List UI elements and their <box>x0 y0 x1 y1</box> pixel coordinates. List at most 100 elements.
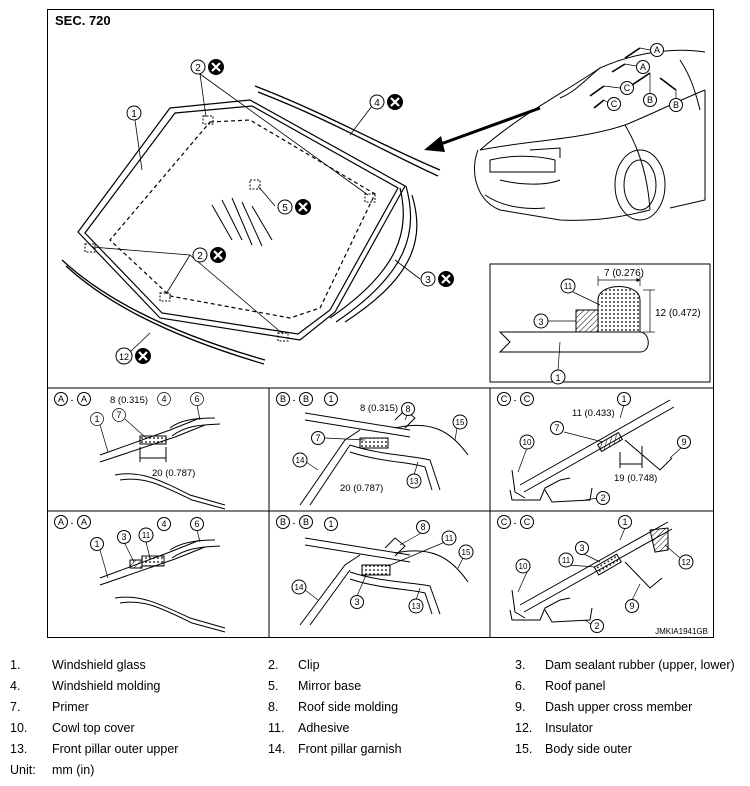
legend-text: Dam sealant rubber (upper, lower) <box>545 658 735 672</box>
section-grid <box>47 387 714 638</box>
section-bb-bottom <box>299 537 469 626</box>
label-cc-bottom: C -C <box>497 515 534 529</box>
svg-text:11: 11 <box>564 282 573 291</box>
cc-top-dim-11: 11 (0.433) <box>572 408 615 419</box>
not-reusable-icon <box>436 269 456 289</box>
figure-code: JMKIA1941GB <box>655 627 708 636</box>
aa-top-dim-20: 20 (0.787) <box>152 468 195 479</box>
legend-text: Roof panel <box>545 679 606 693</box>
svg-text:8: 8 <box>405 404 410 414</box>
svg-text:4: 4 <box>161 394 166 404</box>
svg-text:2: 2 <box>195 63 201 74</box>
svg-text:C: C <box>524 394 531 404</box>
svg-text:-: - <box>514 395 517 405</box>
windshield-molding <box>254 85 441 177</box>
cc-top-dim-19: 19 (0.748) <box>614 473 657 484</box>
svg-text:B: B <box>303 394 309 404</box>
svg-text:-: - <box>293 518 296 528</box>
legend-num: 8. <box>268 700 279 714</box>
svg-text:6: 6 <box>194 394 199 404</box>
legend-text: Windshield molding <box>52 679 161 693</box>
legend-text: Cowl top cover <box>52 721 135 735</box>
svg-text:1: 1 <box>328 394 333 404</box>
svg-text:12: 12 <box>119 352 129 362</box>
label-bb-bottom: B -B <box>276 515 313 529</box>
bb-top-dim-20: 20 (0.787) <box>340 483 383 494</box>
inset-width-dim: 7 (0.276) <box>604 268 644 279</box>
legend-num: 4. <box>10 679 21 693</box>
clip-markers <box>84 115 376 342</box>
legend-text: Mirror base <box>298 679 362 693</box>
callout-2-middle: 2 <box>192 245 228 265</box>
bb-top-dim-8: 8 (0.315) <box>360 403 398 414</box>
callout-5-main: 5 <box>277 197 313 217</box>
section-bb-top <box>299 409 469 506</box>
svg-text:-: - <box>71 395 74 405</box>
not-reusable-icon <box>385 92 405 112</box>
svg-text:3: 3 <box>354 597 359 607</box>
svg-text:6: 6 <box>194 519 199 529</box>
diagram-frame <box>47 9 714 638</box>
svg-text:1: 1 <box>94 414 99 424</box>
svg-text:1: 1 <box>555 373 560 383</box>
inset-height-dim: 12 (0.472) <box>655 308 701 319</box>
inset-section: 7 (0.276) 12 (0.472) 11 3 1 <box>498 268 701 385</box>
section-aa-bottom <box>99 539 226 633</box>
legend-text: Front pillar outer upper <box>52 742 179 756</box>
vehicle-leaders <box>603 47 677 105</box>
svg-text:B: B <box>647 95 653 105</box>
legend-num: 9. <box>515 700 526 714</box>
unit-label: Unit: <box>10 763 36 777</box>
svg-text:7: 7 <box>554 423 559 433</box>
not-reusable-icon <box>208 245 228 265</box>
not-reusable-icon <box>206 57 226 77</box>
panel-labels: A -A B -B C -C A -A B -B C -C <box>54 392 534 529</box>
bb-top-callouts: 1 8 7 15 14 13 <box>292 392 468 489</box>
svg-text:-: - <box>514 518 517 528</box>
svg-text:1: 1 <box>621 394 626 404</box>
svg-text:A: A <box>81 517 87 527</box>
svg-text:1: 1 <box>94 539 99 549</box>
aa-bottom-callouts: 1 3 11 4 6 <box>90 517 204 579</box>
view-direction-arrow <box>424 106 541 152</box>
callout-3-main: 3 <box>420 269 456 289</box>
svg-text:15: 15 <box>462 548 471 557</box>
legend-text: Body side outer <box>545 742 632 756</box>
legend-num: 10. <box>10 721 28 735</box>
svg-text:11: 11 <box>445 534 454 543</box>
label-cc-top: C -C <box>497 392 534 406</box>
svg-text:3: 3 <box>121 532 126 542</box>
svg-text:3: 3 <box>538 317 543 327</box>
svg-text:A: A <box>58 394 64 404</box>
svg-text:14: 14 <box>296 456 305 465</box>
aa-top-callouts: 1 7 4 6 <box>90 392 204 453</box>
svg-text:5: 5 <box>282 203 288 214</box>
svg-text:B: B <box>280 517 286 527</box>
cc-bottom-callouts: 1 3 11 12 10 9 2 <box>515 515 694 633</box>
svg-text:14: 14 <box>295 583 304 592</box>
svg-text:B: B <box>673 100 679 110</box>
callout-2-top: 2 <box>190 57 226 77</box>
svg-text:13: 13 <box>412 602 421 611</box>
section-cc-bottom <box>509 521 673 623</box>
legend-text: Clip <box>298 658 320 672</box>
label-aa-top: A -A <box>54 392 91 406</box>
svg-text:1: 1 <box>328 519 333 529</box>
svg-text:3: 3 <box>579 543 584 553</box>
svg-text:C: C <box>501 517 508 527</box>
legend-num: 6. <box>515 679 526 693</box>
svg-text:2: 2 <box>197 251 203 262</box>
callout-12-main: 12 <box>115 346 153 366</box>
svg-text:C: C <box>524 517 531 527</box>
mirror-base-hatching <box>211 197 273 247</box>
svg-text:-: - <box>71 518 74 528</box>
label-bb-top: B -B <box>276 392 313 406</box>
legend-num: 14. <box>268 742 286 756</box>
svg-text:13: 13 <box>410 477 419 486</box>
legend-num: 7. <box>10 700 21 714</box>
legend-num: 1. <box>10 658 21 672</box>
legend-text: Insulator <box>545 721 593 735</box>
legend-num: 11. <box>268 721 285 735</box>
section-title: SEC. 720 <box>55 13 111 28</box>
svg-text:1: 1 <box>622 517 627 527</box>
